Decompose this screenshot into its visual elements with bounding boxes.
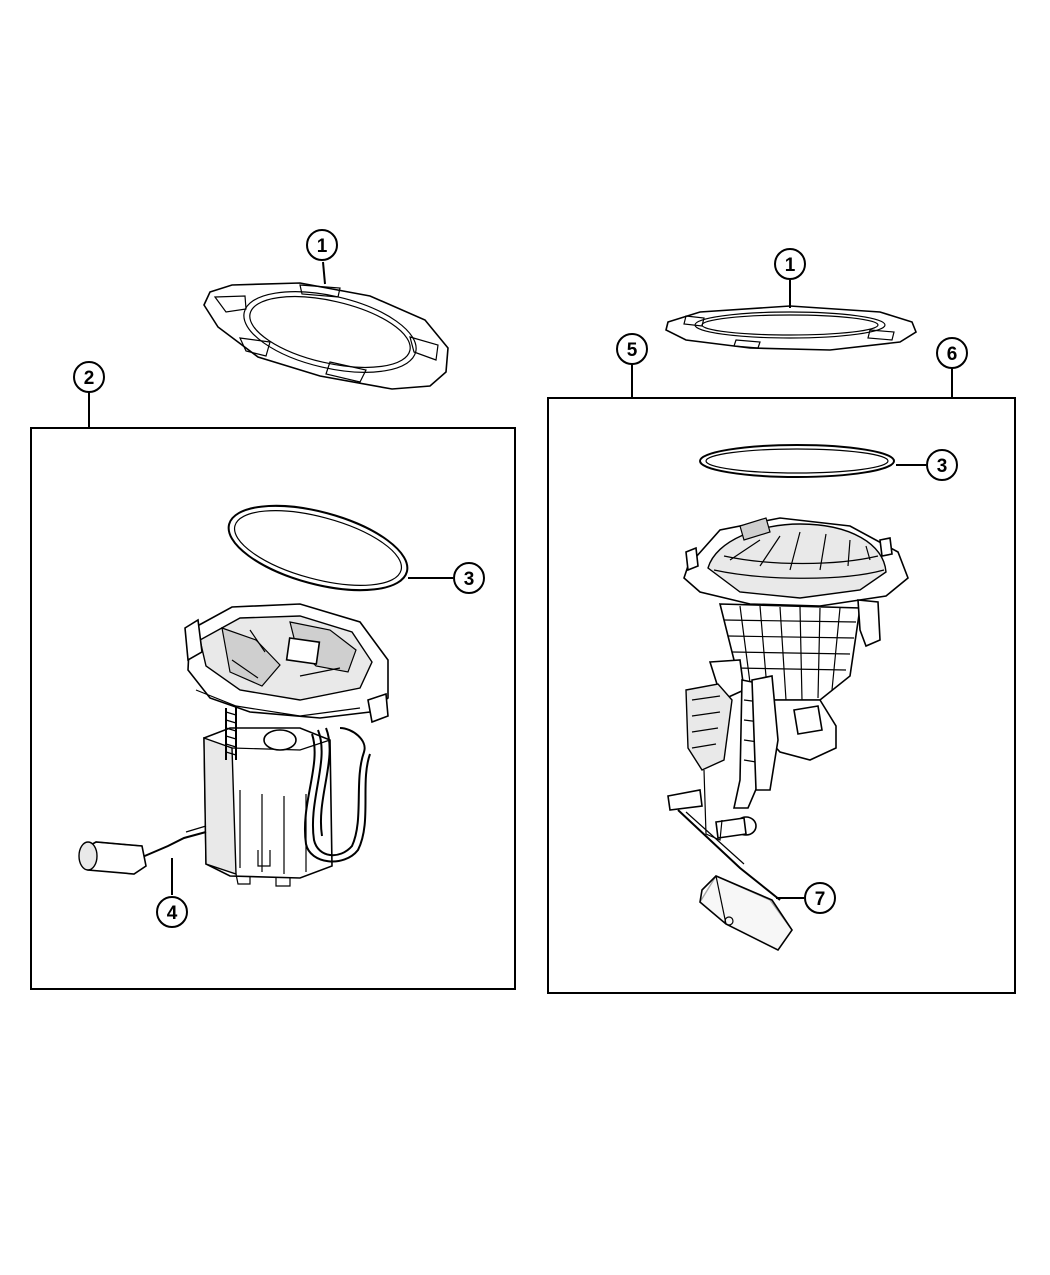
- callout-1-left-label: 1: [317, 236, 328, 257]
- callout-2: 2: [73, 361, 105, 393]
- callout-7-label: 7: [815, 889, 826, 910]
- callout-1-right: 1: [774, 248, 806, 280]
- callout-1-left: 1: [306, 229, 338, 261]
- callout-6: 6: [936, 337, 968, 369]
- fuel-pump-module-left: [139, 603, 389, 887]
- right-assembly-frame: [547, 397, 1016, 994]
- callout-5: 5: [616, 333, 648, 365]
- callout-1-right-label: 1: [785, 255, 796, 276]
- seal-ring-left: [227, 504, 409, 592]
- callout-4: 4: [156, 896, 188, 928]
- callout-3-right-label: 3: [937, 456, 948, 477]
- fuel-level-float-left: [78, 841, 147, 875]
- callout-2-label: 2: [84, 368, 95, 389]
- leader-1-left: [322, 261, 326, 285]
- fuel-pump-module-right: [667, 517, 909, 901]
- callout-6-label: 6: [947, 344, 958, 365]
- callout-3-right: 3: [926, 449, 958, 481]
- fuel-level-float-right: [699, 875, 793, 952]
- callout-5-label: 5: [627, 340, 638, 361]
- callout-3-left: 3: [453, 562, 485, 594]
- lock-ring-right: [665, 305, 917, 351]
- callout-3-left-label: 3: [464, 569, 475, 590]
- seal-ring-right: [699, 444, 895, 478]
- lock-ring-left: [203, 282, 449, 390]
- left-assembly-frame: [30, 427, 516, 990]
- callout-4-label: 4: [167, 903, 178, 924]
- callout-7: 7: [804, 882, 836, 914]
